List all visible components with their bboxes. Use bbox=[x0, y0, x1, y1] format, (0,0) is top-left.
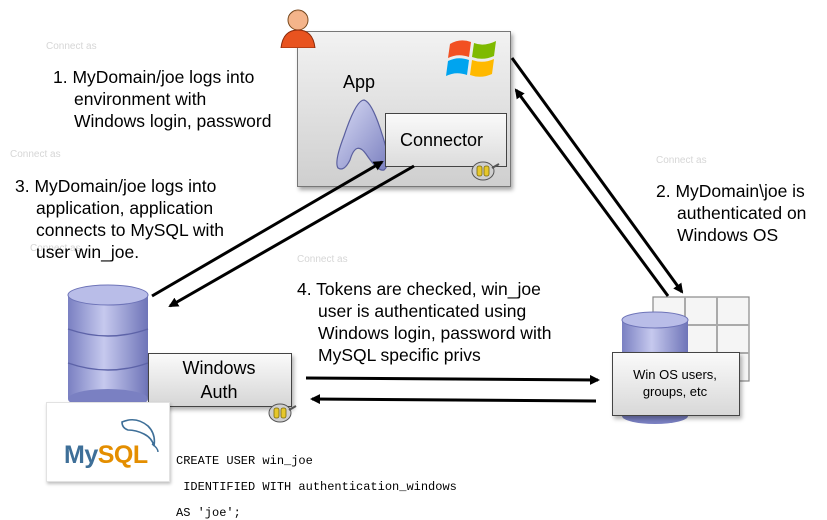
step-line: application, application bbox=[36, 198, 214, 218]
step-line: MySQL specific privs bbox=[318, 345, 481, 365]
mysql-logo bbox=[46, 402, 170, 482]
step-1-text: 1. MyDomain/joe logs into environment wi… bbox=[53, 66, 271, 132]
windows-auth-line: Windows bbox=[182, 358, 256, 378]
arrow-connector-to-db bbox=[168, 164, 415, 308]
step-line: user win_joe. bbox=[36, 242, 140, 262]
app-label: App bbox=[343, 72, 376, 92]
app-launcher-icon bbox=[336, 99, 389, 171]
logo-my: My bbox=[64, 441, 98, 469]
step-line: Windows login, password with bbox=[318, 323, 552, 343]
win-os-node bbox=[612, 352, 740, 416]
step-3-text: 3. MyDomain/joe logs into application, a… bbox=[15, 175, 224, 263]
connector-node bbox=[385, 113, 507, 167]
plug-icon bbox=[471, 161, 500, 181]
logo-sql: SQL bbox=[97, 441, 148, 469]
step-line: 4. Tokens are checked, win_joe bbox=[297, 279, 541, 299]
arrow-app-to-os bbox=[510, 57, 684, 294]
step-line: 1. MyDomain/joe logs into bbox=[53, 67, 255, 87]
connector-label: Connector bbox=[400, 130, 484, 150]
step-line: 3. MyDomain/joe logs into bbox=[15, 176, 217, 196]
step-2-text: 2. MyDomain\joe is authenticated on Wind… bbox=[656, 180, 806, 246]
faint-label: Connect as bbox=[10, 149, 61, 160]
step-line: Windows OS bbox=[677, 225, 779, 245]
arrow-auth-to-os bbox=[305, 374, 600, 385]
faint-label: Connect as bbox=[656, 155, 707, 166]
step-line: user is authenticated using bbox=[318, 301, 527, 321]
step-4-text: 4. Tokens are checked, win_joe user is a… bbox=[297, 278, 551, 366]
plug-icon bbox=[268, 403, 297, 423]
sql-code-line: AS 'joe'; bbox=[176, 506, 241, 520]
arrow-os-to-app bbox=[514, 88, 670, 297]
windows-auth-label: Windows Auth bbox=[148, 356, 290, 404]
win-os-line: Win OS users, bbox=[633, 367, 717, 382]
step-line: connects to MySQL with bbox=[36, 220, 225, 240]
step-line: Windows login, password bbox=[74, 111, 272, 131]
windows-logo-icon bbox=[446, 40, 496, 77]
faint-label: Connect as bbox=[46, 41, 97, 52]
win-os-label: Win OS users, groups, etc bbox=[612, 366, 738, 400]
dolphin-icon bbox=[121, 418, 159, 453]
windows-auth-node bbox=[148, 353, 292, 407]
sql-code-line: IDENTIFIED WITH authentication_windows bbox=[176, 480, 457, 494]
faint-label: Connect as bbox=[297, 254, 348, 265]
step-line: environment with bbox=[74, 89, 207, 109]
step-line: 2. MyDomain\joe is bbox=[656, 181, 805, 201]
mysql-logo-text: MySQL bbox=[64, 441, 148, 470]
arrow-db-to-connector bbox=[151, 160, 384, 298]
sql-code-line: CREATE USER win_joe bbox=[176, 454, 313, 468]
win-os-line: groups, etc bbox=[642, 384, 708, 399]
database-icon bbox=[67, 284, 149, 409]
step-line: authenticated on bbox=[677, 203, 807, 223]
faint-label: Connect as bbox=[30, 243, 81, 254]
arrow-os-to-auth bbox=[310, 394, 597, 405]
windows-auth-line: Auth bbox=[200, 382, 238, 402]
person-icon bbox=[280, 9, 316, 48]
